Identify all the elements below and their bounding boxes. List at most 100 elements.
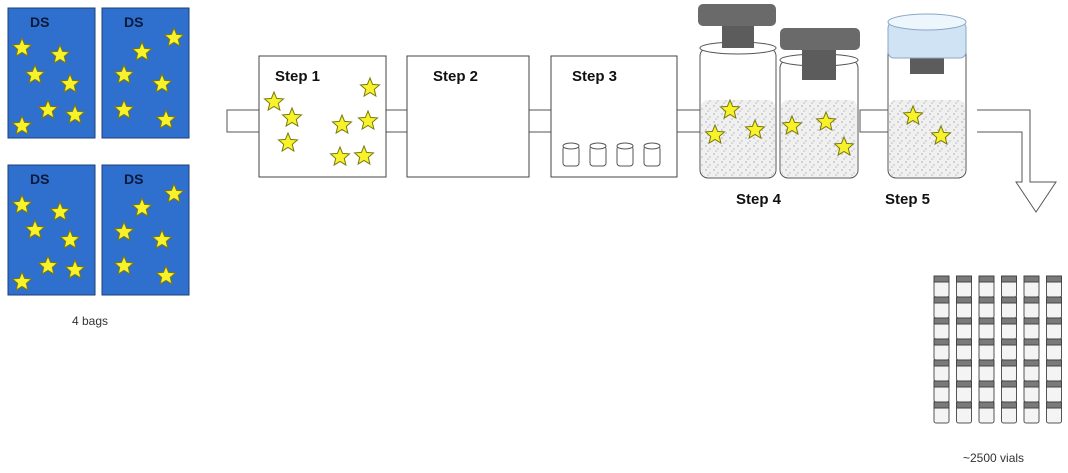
vial-icon [933, 275, 950, 298]
vial-icon [978, 380, 995, 403]
star-icon [359, 76, 381, 98]
star-icon [151, 72, 173, 94]
step-3-label: Step 3 [572, 68, 617, 85]
vial-icon [956, 296, 972, 319]
star-icon [263, 90, 285, 112]
star-icon [331, 113, 353, 135]
star-icon [781, 114, 803, 136]
star-icon [281, 106, 303, 128]
vial-icon [978, 338, 995, 361]
ds-bag-3-label: DS [30, 171, 49, 187]
star-icon [64, 103, 86, 125]
star-icon [113, 98, 135, 120]
star-icon [131, 40, 153, 62]
star-icon [11, 193, 33, 215]
step-3-vials [562, 142, 661, 167]
star-icon [49, 200, 71, 222]
star-icon [277, 131, 299, 153]
vial-icon [956, 317, 972, 340]
vial-icon [1001, 359, 1017, 382]
stars-layer [11, 26, 952, 292]
star-icon [155, 108, 177, 130]
vial-icon [1001, 380, 1017, 403]
star-icon [64, 258, 86, 280]
vials-caption: ~2500 vials [963, 451, 1024, 465]
vial-icon [1023, 380, 1040, 403]
vial-icon [956, 275, 972, 298]
star-icon [11, 36, 33, 58]
vial-icon [933, 359, 950, 382]
vial-icon [1023, 296, 1040, 319]
vial-icon [933, 338, 950, 361]
step-4-stopper-1 [722, 22, 754, 48]
star-icon [59, 228, 81, 250]
vial-icon [1046, 401, 1062, 424]
star-icon [49, 43, 71, 65]
vial-icon [1046, 338, 1062, 361]
star-icon [833, 135, 855, 157]
star-icon [113, 63, 135, 85]
step-boxes: Step 1 Step 2 Step 3 [258, 55, 678, 178]
vial-icon [1046, 359, 1062, 382]
vial-icon [978, 275, 995, 298]
star-icon [113, 254, 135, 276]
step-5-label: Step 5 [885, 191, 930, 208]
star-icon [357, 109, 379, 131]
vial-icon [956, 338, 972, 361]
star-icon [155, 264, 177, 286]
vial-icon [1001, 401, 1017, 424]
star-icon [131, 196, 153, 218]
step-2-label: Step 2 [433, 68, 478, 85]
star-icon [151, 228, 173, 250]
star-icon [902, 104, 924, 126]
vial-icon [1023, 317, 1040, 340]
star-icon [37, 98, 59, 120]
vial-icon [933, 380, 950, 403]
star-icon [113, 220, 135, 242]
vial-icon [1023, 338, 1040, 361]
vial-icon [1023, 359, 1040, 382]
star-icon [24, 63, 46, 85]
step-1-label: Step 1 [275, 68, 320, 85]
vial-icon [956, 380, 972, 403]
star-icon [329, 145, 351, 167]
ds-bag-1-label: DS [30, 14, 49, 30]
vial-icon [1046, 317, 1062, 340]
step-4-containers: Step 4 [698, 4, 860, 208]
step-4-jar-1 [698, 4, 777, 179]
vial-icon [933, 317, 950, 340]
step-5-container: Step 5 [885, 13, 967, 208]
vial-icon [956, 359, 972, 382]
star-icon [163, 26, 185, 48]
vial-icon [933, 401, 950, 424]
star-icon [59, 72, 81, 94]
star-icon [24, 218, 46, 240]
star-icon [353, 144, 375, 166]
bags-caption: 4 bags [72, 314, 108, 328]
star-icon [719, 98, 741, 120]
step-2-box [406, 55, 530, 178]
vial-array [933, 275, 1062, 424]
step-4-label: Step 4 [736, 191, 782, 208]
star-icon [11, 114, 33, 136]
vial-icon [1046, 380, 1062, 403]
step-4-jar-2 [779, 28, 860, 179]
ds-bag-2-label: DS [124, 14, 143, 30]
vial-icon [1023, 401, 1040, 424]
vial-icon [956, 401, 972, 424]
star-icon [744, 118, 766, 140]
vial-icon [1001, 275, 1017, 298]
star-icon [930, 124, 952, 146]
vial-icon [978, 317, 995, 340]
vial-icon [1046, 296, 1062, 319]
star-icon [37, 254, 59, 276]
vial-icon [933, 296, 950, 319]
outflow-arrow [977, 109, 1057, 213]
vial-icon [1023, 275, 1040, 298]
star-icon [815, 110, 837, 132]
ds-bag-4-label: DS [124, 171, 143, 187]
star-icon [163, 182, 185, 204]
vial-icon [978, 359, 995, 382]
step-4-stopper-2 [802, 46, 836, 80]
